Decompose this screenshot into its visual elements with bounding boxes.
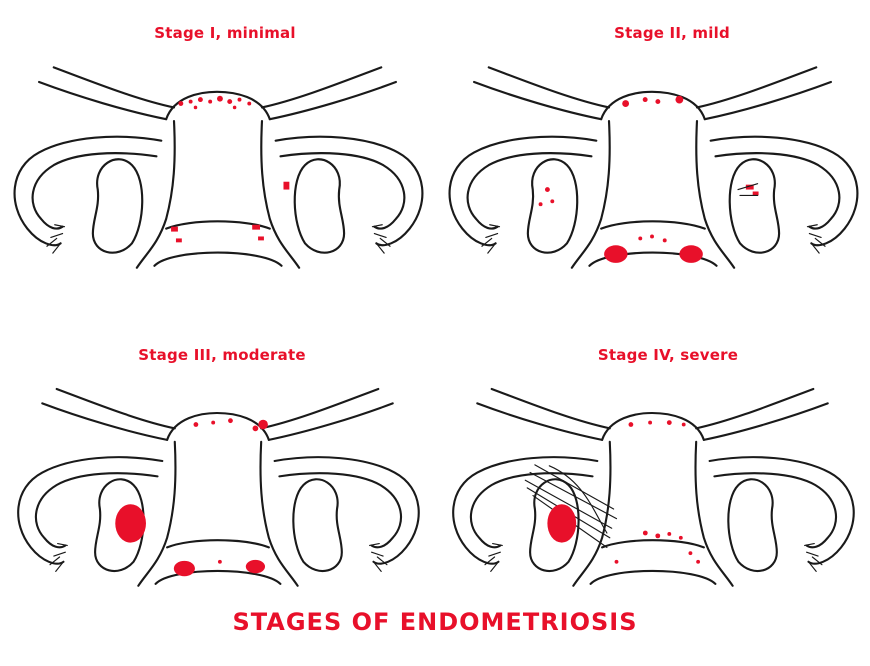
stage-2-diagram bbox=[435, 40, 870, 300]
stage-3-label: Stage III, moderate bbox=[138, 346, 305, 364]
uterus-outline bbox=[453, 389, 854, 586]
figure-title: STAGES OF ENDOMETRIOSIS bbox=[232, 608, 637, 636]
uterus-outline bbox=[18, 389, 419, 586]
stage-4-label: Stage IV, severe bbox=[598, 346, 738, 364]
stage-4-diagram bbox=[435, 365, 870, 605]
stage-1-diagram bbox=[0, 40, 435, 300]
stage-3-diagram bbox=[0, 365, 435, 605]
endometrial-lesions bbox=[539, 96, 759, 263]
